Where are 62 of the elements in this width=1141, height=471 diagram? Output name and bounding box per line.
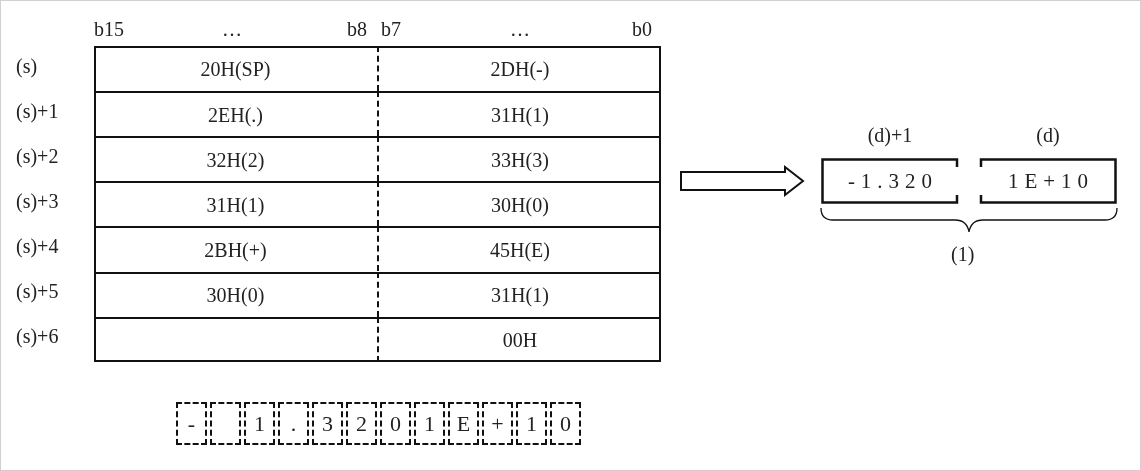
bit-label: b15 [94,19,124,39]
table-cell [94,226,379,272]
character: 3 [321,412,334,435]
character-box [346,402,377,445]
empty-character-box [210,402,241,445]
register-table [94,46,661,362]
table-cell [94,91,379,137]
byte-value: 31H(1) [490,104,550,125]
table-cell [94,181,379,227]
character: . [289,412,298,435]
table-cell [94,316,379,362]
character-box [516,402,547,445]
byte-value: 32H(2) [205,149,266,170]
row-address: (s)+6 [16,326,59,346]
character-box [482,402,513,445]
bit-label: b8 [347,19,367,39]
byte-value: 45H(E) [489,239,551,260]
bit-label: b7 [381,19,401,39]
byte-value: 2EH(.) [207,104,264,125]
table-cell [94,136,379,182]
row-address: (s) [16,56,38,76]
bit-label: b0 [632,19,652,39]
character-box [278,402,309,445]
byte-value: 31H(1) [205,194,266,215]
character-box [448,402,479,445]
row-address: (s)+3 [16,191,59,211]
row-address: (s)+1 [16,101,59,121]
character: 0 [559,412,572,435]
character-box [244,402,275,445]
table-cell [94,271,379,317]
byte-value: 20H(SP) [199,58,272,79]
register-label: (d) [1035,125,1061,145]
row-address: (s)+5 [16,281,59,301]
group-label: (1) [951,244,975,264]
character: E [455,412,472,435]
character: + [490,412,505,435]
byte-value: 00H [501,330,539,351]
row-address: (s)+4 [16,236,59,256]
character: 0 [389,412,402,435]
character: - [186,412,197,435]
character: 1 [525,412,538,435]
register-value: 1E+10 [1006,170,1096,192]
byte-value: 2DH(-) [489,58,551,79]
character-box [312,402,343,445]
register-label: (d)+1 [866,125,914,145]
byte-value: 33H(3) [490,149,550,170]
block-arrow [680,164,805,198]
character-box [550,402,581,445]
ellipsis: … [222,19,242,39]
character-box [414,402,445,445]
character: 1 [423,412,436,435]
character: 2 [355,412,368,435]
row-address: (s)+2 [16,146,59,166]
character: 1 [253,412,266,435]
register-value: -1.320 [846,170,940,192]
character-box [176,402,207,445]
byte-value: 30H(0) [205,285,266,306]
character-box [380,402,411,445]
byte-value: 30H(0) [490,194,550,215]
ellipsis: … [510,19,530,39]
byte-value: 31H(1) [490,285,550,306]
byte-value: 2BH(+) [203,239,268,260]
